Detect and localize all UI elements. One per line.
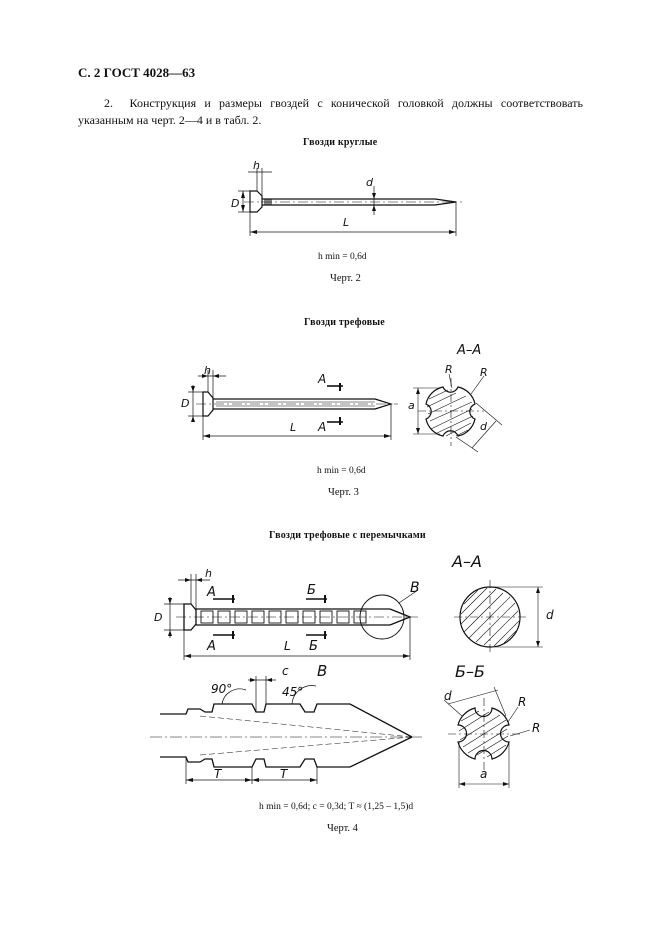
fig2-label-h: h xyxy=(253,159,260,172)
fig3-label-R1: R xyxy=(445,363,453,376)
fig4-label-B-bottom: Б xyxy=(309,639,318,654)
fig3-formula: h min = 0,6d xyxy=(317,466,366,476)
page-header: С. 2 ГОСТ 4028—63 xyxy=(78,65,196,80)
intro-number: 2. xyxy=(104,96,113,110)
fig2-label-d: d xyxy=(366,176,374,189)
fig4-label-B-top: Б xyxy=(307,583,316,598)
fig4-label-T2: T xyxy=(280,767,289,781)
fig4-label-R1: R xyxy=(518,695,526,709)
fig3-label-L: L xyxy=(290,421,296,434)
fig3-label-d: d xyxy=(480,420,488,433)
fig3-label-h: h xyxy=(204,364,211,377)
fig3-section-label: А–А xyxy=(456,343,481,358)
fig4-label-a: a xyxy=(480,767,487,781)
fig3-title: Гвозди трефовые xyxy=(304,317,385,328)
fig4-label-V-detail: В xyxy=(317,662,327,680)
fig3-label-a: a xyxy=(408,399,415,412)
fig3-label-A-bottom: А xyxy=(317,420,326,434)
fig4-section-aa-label: А–А xyxy=(451,552,482,571)
fig2-label-D: D xyxy=(231,197,239,210)
fig4-label-T1: T xyxy=(214,767,223,781)
intro-paragraph: 2. Конструкция и размеры гвоздей с конич… xyxy=(78,95,583,129)
fig2-label-L: L xyxy=(343,216,349,229)
fig4-label-R2: R xyxy=(532,721,540,735)
fig2-title: Гвозди круглые xyxy=(303,137,378,148)
fig4-formula: h min = 0,6d; c = 0,3d; T ≈ (1,25 – 1,5)… xyxy=(259,802,414,812)
fig2-caption: Черт. 2 xyxy=(330,273,361,284)
fig4-label-90: 90° xyxy=(211,682,232,696)
fig4-label-A-top: А xyxy=(206,585,216,600)
fig3-label-R2: R xyxy=(480,366,488,379)
fig4-label-V-callout: В xyxy=(410,580,420,596)
fig4-label-d-aa: d xyxy=(546,608,554,622)
fig4-label-A-bottom: А xyxy=(206,639,216,654)
fig4-label-45: 45° xyxy=(282,685,303,699)
fig4-section-bb-label: Б–Б xyxy=(455,662,485,681)
fig4-label-d-bb: d xyxy=(444,689,452,703)
intro-text: Конструкция и размеры гвоздей с коническ… xyxy=(78,96,584,127)
fig3-caption: Черт. 3 xyxy=(328,487,359,498)
fig4-label-h: h xyxy=(205,567,212,580)
fig4-label-c: c xyxy=(282,664,289,678)
fig3-label-D: D xyxy=(181,397,189,410)
fig4-label-L: L xyxy=(284,639,291,653)
fig3-label-A-top: А xyxy=(317,372,326,386)
fig2-formula: h min = 0,6d xyxy=(318,252,367,262)
fig4-title: Гвозди трефовые с перемычками xyxy=(269,530,426,541)
fig4-caption: Черт. 4 xyxy=(327,823,358,834)
fig4-label-D: D xyxy=(154,611,162,624)
